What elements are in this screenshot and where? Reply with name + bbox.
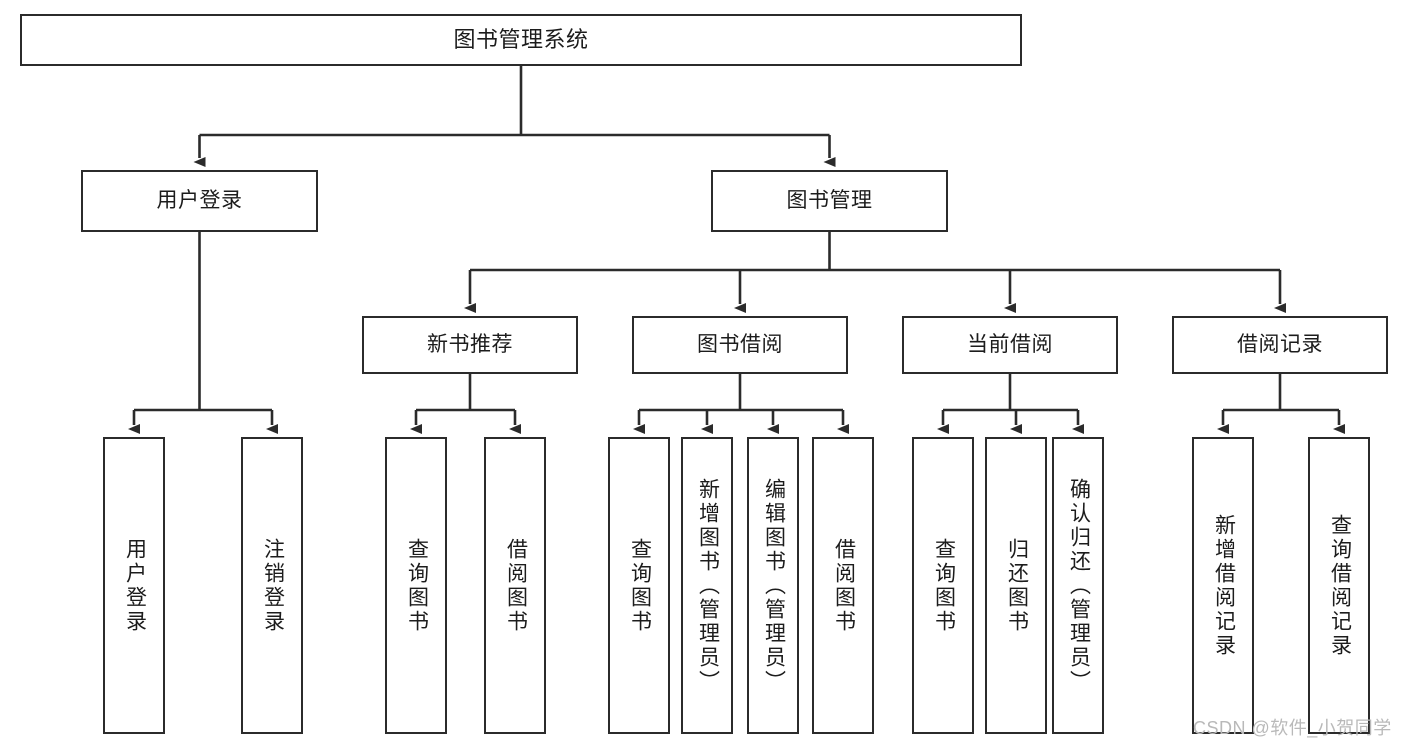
node-borrow[interactable]: 图书借阅	[632, 316, 848, 374]
node-leaf-add-book[interactable]: 新增图书（管理员）	[681, 437, 733, 734]
node-label: 图书借阅	[697, 332, 783, 356]
node-label: 用户登录	[156, 188, 243, 212]
node-leaf-borrow-book-1[interactable]: 借阅图书	[484, 437, 546, 734]
node-label: 查询图书	[628, 537, 652, 634]
node-leaf-add-record[interactable]: 新增借阅记录	[1192, 437, 1254, 734]
node-leaf-logout[interactable]: 注销登录	[241, 437, 303, 734]
node-root[interactable]: 图书管理系统	[20, 14, 1022, 66]
node-label: 图书管理	[786, 188, 873, 212]
node-leaf-query-record[interactable]: 查询借阅记录	[1308, 437, 1370, 734]
node-label: 查询图书	[932, 537, 956, 634]
node-records[interactable]: 借阅记录	[1172, 316, 1388, 374]
node-label: 借阅图书	[504, 537, 528, 634]
node-label: 图书管理系统	[453, 26, 589, 52]
node-newbook[interactable]: 新书推荐	[362, 316, 578, 374]
node-label: 新增借阅记录	[1212, 513, 1236, 658]
node-leaf-query-book-2[interactable]: 查询图书	[608, 437, 670, 734]
node-leaf-query-book-1[interactable]: 查询图书	[385, 437, 447, 734]
node-label: 编辑图书（管理员）	[762, 477, 786, 694]
node-label: 用户登录	[123, 537, 147, 634]
node-label: 归还图书	[1005, 537, 1029, 634]
node-login[interactable]: 用户登录	[81, 170, 318, 232]
node-label: 新书推荐	[427, 332, 513, 356]
node-leaf-borrow-book-2[interactable]: 借阅图书	[812, 437, 874, 734]
node-current[interactable]: 当前借阅	[902, 316, 1118, 374]
node-leaf-edit-book[interactable]: 编辑图书（管理员）	[747, 437, 799, 734]
node-label: 新增图书（管理员）	[696, 477, 720, 694]
node-label: 查询借阅记录	[1328, 513, 1352, 658]
node-label: 借阅记录	[1237, 332, 1323, 356]
node-label: 确认归还（管理员）	[1067, 477, 1091, 694]
node-leaf-confirm-return[interactable]: 确认归还（管理员）	[1052, 437, 1104, 734]
node-leaf-query-book-3[interactable]: 查询图书	[912, 437, 974, 734]
node-label: 注销登录	[261, 537, 285, 634]
node-leaf-return-book[interactable]: 归还图书	[985, 437, 1047, 734]
node-label: 查询图书	[405, 537, 429, 634]
node-label: 当前借阅	[967, 332, 1053, 356]
node-leaf-user-login[interactable]: 用户登录	[103, 437, 165, 734]
node-bookmgr[interactable]: 图书管理	[711, 170, 948, 232]
node-label: 借阅图书	[832, 537, 856, 634]
